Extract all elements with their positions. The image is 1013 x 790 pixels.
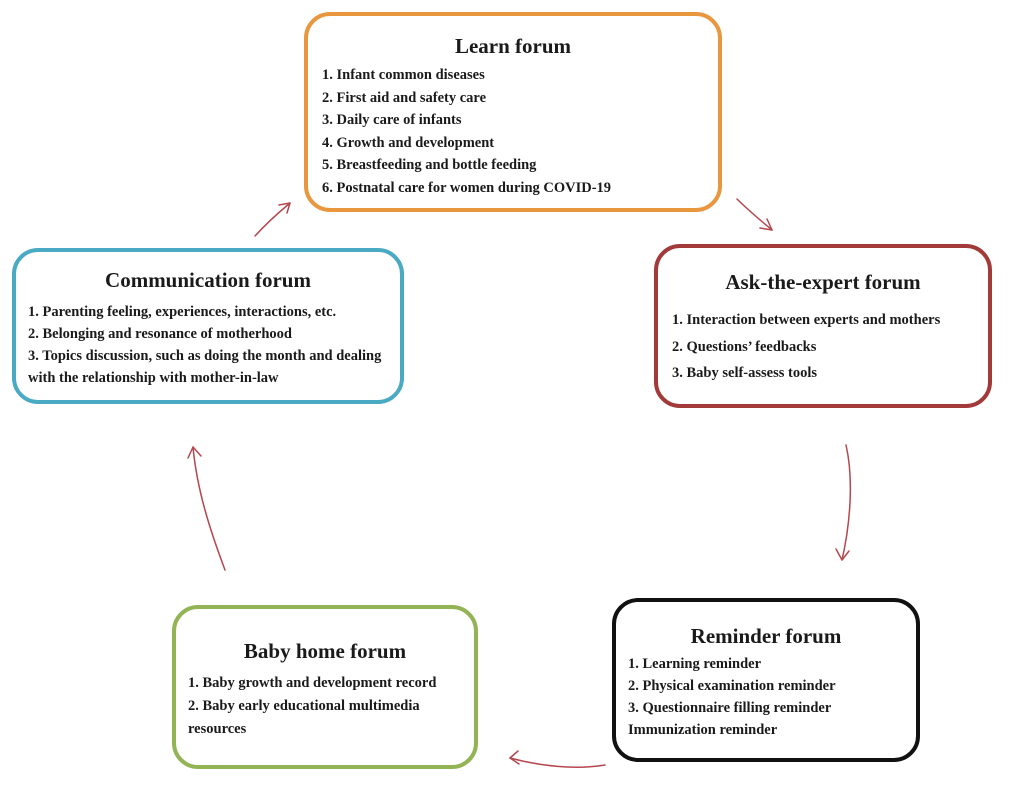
list-item: 3. Baby self-assess tools: [672, 365, 818, 381]
list-item: 1. Baby growth and development record: [188, 675, 437, 691]
learn-forum-list: 1. Infant common diseases 2. First aid a…: [322, 64, 704, 199]
baby-home-forum-box: Baby home forum 1. Baby growth and devel…: [172, 605, 478, 769]
reminder-forum-title: Reminder forum: [690, 624, 842, 648]
list-item: 1. Infant common diseases: [322, 67, 485, 83]
list-item: 6. Postnatal care for women during COVID…: [322, 179, 612, 196]
list-item: 1. Interaction between experts and mothe…: [672, 312, 941, 328]
learn-forum-box: Learn forum 1. Infant common diseases 2.…: [304, 12, 722, 212]
arrow-ask-to-reminder: [835, 444, 852, 561]
learn-forum-title: Learn forum: [454, 34, 572, 58]
arrow-learn-to-ask: [736, 198, 773, 231]
list-item: 2. Physical examination reminder: [628, 678, 836, 694]
ask-the-expert-forum-box: Ask-the-expert forum 1. Interaction betw…: [654, 244, 992, 408]
list-item: 3. Questionnaire filling reminder: [628, 700, 832, 716]
list-item: 1. Learning reminder: [628, 656, 762, 672]
reminder-forum-list: 1. Learning reminder 2. Physical examina…: [628, 653, 904, 741]
list-item: Immunization reminder: [628, 722, 778, 738]
communication-forum-title: Communication forum: [105, 268, 311, 292]
arrow-comm-to-learn: [254, 202, 291, 237]
arrow-reminder-to-baby: [509, 750, 606, 768]
communication-forum-box: Communication forum 1. Parenting feeling…: [12, 248, 404, 404]
communication-forum-list: 1. Parenting feeling, experiences, inter…: [28, 301, 388, 389]
list-item: 3. Daily care of infants: [322, 112, 462, 128]
ask-the-expert-forum-title: Ask-the-expert forum: [725, 270, 921, 294]
list-item: 2. Belonging and resonance of motherhood: [28, 326, 292, 342]
ask-the-expert-forum-list: 1. Interaction between experts and mothe…: [672, 307, 974, 387]
baby-home-forum-list: 1. Baby growth and development record 2.…: [188, 672, 462, 741]
list-item: 2. Questions’ feedbacks: [672, 338, 817, 355]
list-item: 2. Baby early educational multimedia res…: [188, 698, 420, 737]
list-item: 3. Topics discussion, such as doing the …: [28, 348, 382, 386]
list-item: 4. Growth and development: [322, 134, 495, 151]
list-item: 2. First aid and safety care: [322, 89, 487, 106]
reminder-forum-box: Reminder forum 1. Learning reminder 2. P…: [612, 598, 920, 762]
arrow-baby-to-comm: [187, 446, 226, 571]
list-item: 5. Breastfeeding and bottle feeding: [322, 157, 537, 173]
baby-home-forum-title: Baby home forum: [243, 639, 407, 663]
list-item: 1. Parenting feeling, experiences, inter…: [28, 304, 337, 320]
